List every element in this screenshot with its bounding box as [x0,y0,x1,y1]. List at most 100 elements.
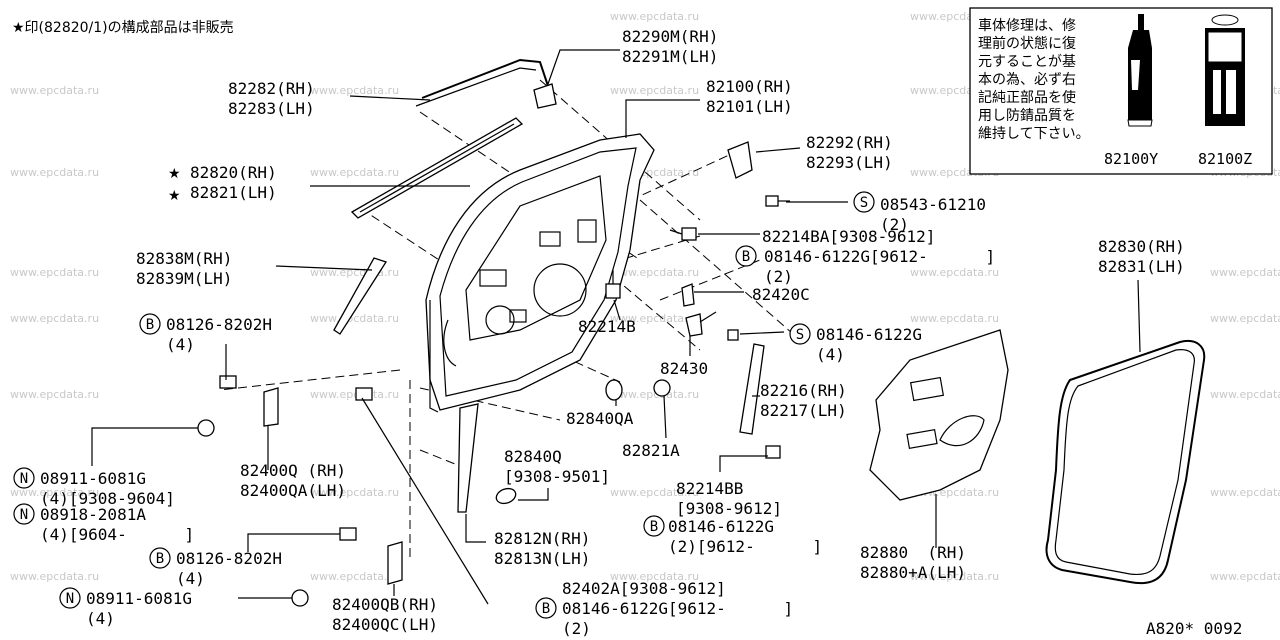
callout-text: 82838M(RH) [136,249,232,268]
plug-icon [495,487,517,505]
side-note-line: 維持して下さい。 [978,126,1090,142]
callout-text: 82100(RH) [706,77,793,96]
callout-text: 82812N(RH) [494,529,590,548]
star-marker-icon: ★ [168,166,181,182]
callout-text: 08146-6122G [668,517,774,536]
watermark-text: www.epcdata.ru [310,312,399,325]
callout-text: 82290M(RH) [622,27,718,46]
callout-text: 82821(LH) [190,183,277,202]
callout-text: 08543-61210 [880,195,986,214]
callout-text: (2) [562,619,591,638]
nut-icon [291,589,309,607]
watermark-text: www.epcdata.ru [610,486,699,499]
callout-badge-circle [853,191,875,213]
callout-text: 08146-6122G [816,325,922,344]
watermark-text: www.epcdata.ru [1210,486,1280,499]
callout-text: (4)[9604- ] [40,525,194,544]
watermark-text: www.epcdata.ru [1210,388,1280,401]
watermark-text: www.epcdata.ru [1210,266,1280,279]
callout-text: 82283(LH) [228,99,315,118]
nut-icon [197,419,215,437]
callout-text: (4) [86,609,115,628]
watermark-text: www.epcdata.ru [310,84,399,97]
callout-c04: ★ ★ 82820(RH)82821(LH) [168,163,277,204]
callout-c01: 82290M(RH)82291M(LH) [622,27,718,66]
callout-badge-circle [643,515,665,537]
callout-badge-letter: B [650,519,658,535]
watermark-text: www.epcdata.ru [10,84,99,97]
callout-text: (2)[9612- ] [668,537,822,556]
side-note-box: 車体修理は、修理前の状態に復元することが基本の為、必ず右記純正部品を使用し防錆品… [969,7,1273,175]
callout-c21: N 08911-6081G(4)[9308-9604] [13,467,175,508]
callout-badge-letter: B [542,601,550,617]
watermark-text: www.epcdata.ru [1210,312,1280,325]
watermark-text: www.epcdata.ru [610,570,699,583]
callout-text: 08911-6081G [40,469,146,488]
watermark-text: www.epcdata.ru [10,166,99,179]
callout-text: 82291M(LH) [622,47,718,66]
watermark-text: www.epcdata.ru [610,84,699,97]
callout-text: 82880 (RH) [860,543,966,562]
callout-text: 82820(RH) [190,163,277,182]
callout-c24: 82812N(RH)82813N(LH) [494,529,590,568]
bolt-icon [765,445,781,459]
bolt-icon [669,227,697,241]
watermark-text: www.epcdata.ru [610,10,699,23]
callout-c05: 82292(RH)82293(LH) [806,133,893,172]
callout-text: 82214BB [676,479,743,498]
watermark-text: www.epcdata.ru [910,570,999,583]
callout-text: 82400QB(RH) [332,595,438,614]
callout-text: 82402A[9308-9612] [562,579,726,598]
callout-badge-circle [13,503,35,525]
star-marker-icon: ★ [168,188,181,204]
watermark-text: www.epcdata.ru [310,166,399,179]
callout-c30: 82880 (RH)82880+A(LH) [860,543,966,582]
callout-text: 82282(RH) [228,79,315,98]
grommet-icon [653,379,671,397]
callout-c18: 82840Q[9308-9501] [504,447,610,486]
callout-c16: 82840QA [566,409,634,428]
callout-text: 08126-8202H [166,315,272,334]
spray-can-icon [1205,14,1245,126]
side-note-line: 用し防錆品質を [978,107,1076,124]
callout-badge-circle [13,467,35,489]
diagram-id: A820* 0092 [1146,619,1242,638]
watermark-text: www.epcdata.ru [310,486,399,499]
callout-c12: 82214B [578,317,636,336]
callout-badge-circle [735,245,757,267]
watermark-text: www.epcdata.ru [610,266,699,279]
callout-text: (2) [764,267,793,286]
watermark-text: www.epcdata.ru [310,388,399,401]
callout-badge-letter: B [156,551,164,567]
header-note: ★印(82820/1)の構成部品は非販売 [12,20,234,36]
watermark-text: www.epcdata.ru [10,266,99,279]
side-note-line: 理前の状態に復 [978,35,1076,52]
watermark-text: www.epcdata.ru [610,388,699,401]
callout-c02: 82282(RH)82283(LH) [228,79,315,118]
callout-text: [9308-9612] [676,499,782,518]
callout-text: 82430 [660,359,708,378]
callout-text: 82840QA [566,409,634,428]
callout-c14: 82430 [660,359,708,378]
lower-sash-part [457,403,479,513]
callout-text: 82293(LH) [806,153,893,172]
screw-icon [727,329,739,341]
callout-c15: 82216(RH)82217(LH) [760,381,847,420]
door-weatherstrip [1045,340,1206,585]
callout-c20: B 08146-6122G(2)[9612- ] [643,515,822,556]
callout-badge-circle [789,323,811,345]
callout-text: 82813N(LH) [494,549,590,568]
callout-text: 08911-6081G [86,589,192,608]
callout-labels: 82290M(RH)82291M(LH)82282(RH)82283(LH)82… [13,27,1185,638]
hinge-icon [263,387,279,427]
callout-badge-letter: N [20,471,28,487]
side-note-line: 車体修理は、修 [978,17,1076,34]
callout-badge-circle [149,547,171,569]
callout-text: (4)[9308-9604] [40,489,175,508]
callout-c31: 82830(RH)82831(LH) [1098,237,1185,276]
